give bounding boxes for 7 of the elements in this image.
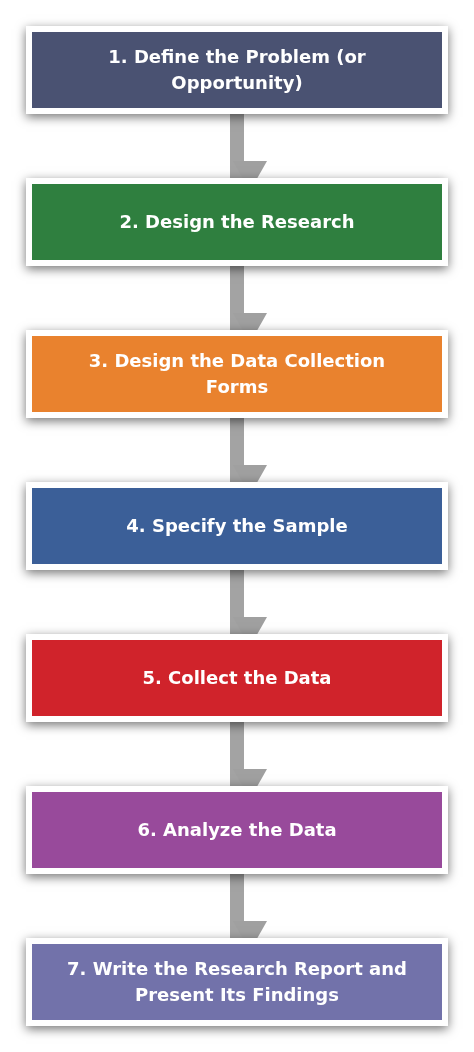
step-label: 6. Analyze the Data	[137, 818, 337, 842]
step-label: 2. Design the Research	[119, 210, 355, 234]
step-label: 7. Write the Research Report and Present Its Findings	[66, 957, 408, 1007]
step-label: 4. Specify the Sample	[126, 514, 348, 538]
step-label: 1. Define the Problem (or Opportunity)	[107, 45, 367, 95]
step-label: 5. Collect the Data	[142, 666, 332, 690]
step-label: 3. Design the Data Collection Forms	[87, 349, 387, 399]
